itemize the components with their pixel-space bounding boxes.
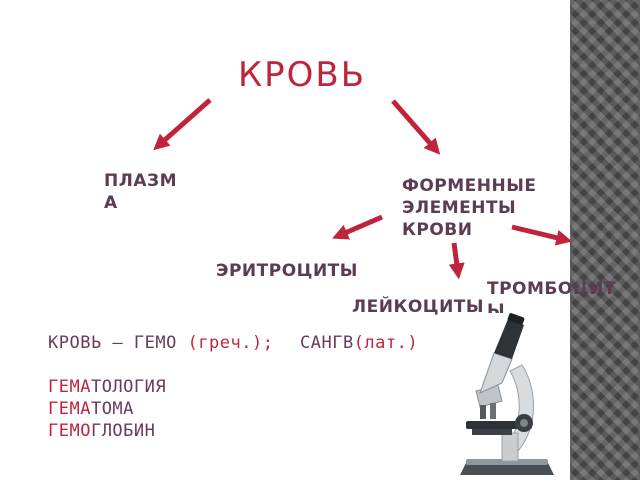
decorative-side-stripe [570,0,640,480]
term-prefix: ГЕМА [48,399,91,419]
term-prefix: ГЕМА [48,377,91,397]
derived-terms-list: ГЕМАТОЛОГИЯ ГЕМАТОМА ГЕМОГЛОБИН [48,376,166,442]
term-prefix: ГЕМО [48,421,91,441]
arrow-to-formed-elements [391,99,441,155]
term-rest: ТОМА [90,399,134,419]
derived-term: ГЕМАТОМА [48,398,166,420]
leukocytes-label: ЛЕЙКОЦИТЫ [352,297,485,317]
term-rest: ГЛОБИН [90,421,156,441]
latin-note-source: (лат.) [353,333,419,353]
diagram-title: КРОВЬ [238,55,367,95]
greek-note: КРОВЬ – ГЕМО (греч.); [48,332,273,354]
erythrocytes-label: ЭРИТРОЦИТЫ [216,261,358,281]
term-rest: ТОЛОГИЯ [90,377,167,397]
formed-elements-label: ФОРМЕННЫЕ ЭЛЕМЕНТЫ КРОВИ [402,176,537,240]
arrow-to-thrombocytes [511,224,573,246]
arrow-to-erythrocytes [332,214,383,240]
microscope-image [436,313,570,480]
arrow-to-leukocytes [448,242,465,280]
arrow-to-plasma [153,98,212,151]
latin-note-term: САНГВ [300,333,354,353]
greek-note-term: КРОВЬ – ГЕМО [48,333,177,353]
latin-note: САНГВ(лат.) [300,332,418,354]
greek-note-source: (греч.); [187,333,274,353]
derived-term: ГЕМАТОЛОГИЯ [48,376,166,398]
microscope-icon [460,313,554,475]
derived-term: ГЕМОГЛОБИН [48,420,166,442]
plasma-label: ПЛАЗМА [104,171,177,213]
